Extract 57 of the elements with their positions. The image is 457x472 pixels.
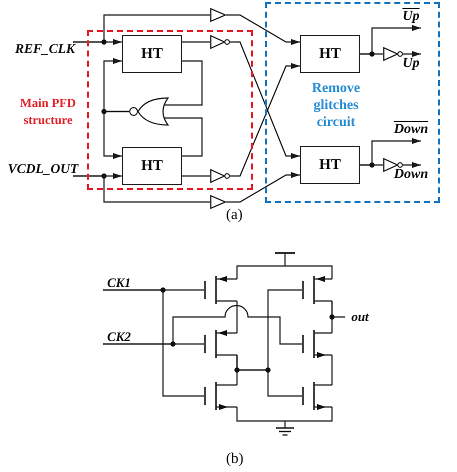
pmos-transistor-symbol xyxy=(204,276,237,304)
region-title: Remove glitches circuit xyxy=(310,80,362,131)
function-block: HT xyxy=(122,35,182,73)
signal-label: REF_CLK xyxy=(9,42,81,58)
buffer-symbol xyxy=(210,195,226,209)
pmos-transistor-symbol xyxy=(302,276,332,304)
wire xyxy=(73,14,210,43)
wire xyxy=(182,41,210,43)
arrow xyxy=(226,14,300,45)
wire xyxy=(103,289,204,397)
signal-label: VCDL_OUT xyxy=(3,160,83,176)
arrow xyxy=(103,110,129,159)
supply-symbol xyxy=(275,252,295,266)
arrow xyxy=(230,41,300,159)
subfigure-label: (a) xyxy=(226,208,243,223)
arrow xyxy=(403,51,421,57)
wire xyxy=(236,355,302,397)
function-block: HT xyxy=(300,35,360,73)
signal-label: Down xyxy=(389,165,433,184)
signal-label: Down xyxy=(389,122,433,141)
nmos-transistor-symbol xyxy=(302,382,332,410)
inverter-symbol xyxy=(210,169,230,183)
inverter-symbol xyxy=(383,47,403,61)
signal-label: out xyxy=(345,309,375,325)
wire xyxy=(236,407,285,422)
nmos-transistor-symbol xyxy=(302,330,332,358)
arrow xyxy=(226,172,300,203)
ground-symbol xyxy=(276,421,294,437)
wire xyxy=(331,355,333,385)
pmos-transistor-symbol xyxy=(204,330,237,358)
nor-gate-symbol xyxy=(129,97,169,126)
wire xyxy=(73,175,210,203)
wire xyxy=(360,164,383,166)
signal-label: CK2 xyxy=(103,328,135,344)
nmos-transistor-symbol xyxy=(204,382,237,410)
function-block: HT xyxy=(122,147,182,185)
dashed-region-boundary xyxy=(265,2,440,203)
signal-label: Up xyxy=(399,9,423,28)
arrow xyxy=(230,63,300,177)
wire xyxy=(285,407,333,422)
wire xyxy=(236,265,285,279)
function-block: HT xyxy=(300,146,360,184)
wire xyxy=(164,117,203,157)
wire xyxy=(360,53,383,55)
wire xyxy=(331,301,345,318)
subfigure-label: (b) xyxy=(226,452,244,467)
signal-label: CK1 xyxy=(103,274,135,290)
buffer-symbol xyxy=(210,8,226,22)
wire xyxy=(182,175,210,177)
region-title: Main PFD structure xyxy=(19,95,77,129)
wire xyxy=(103,304,302,345)
inverter-symbol xyxy=(210,35,230,49)
signal-label: Up xyxy=(399,54,423,73)
wire xyxy=(285,265,333,279)
wire xyxy=(164,60,203,106)
arrow xyxy=(403,162,421,168)
wire xyxy=(236,301,238,333)
